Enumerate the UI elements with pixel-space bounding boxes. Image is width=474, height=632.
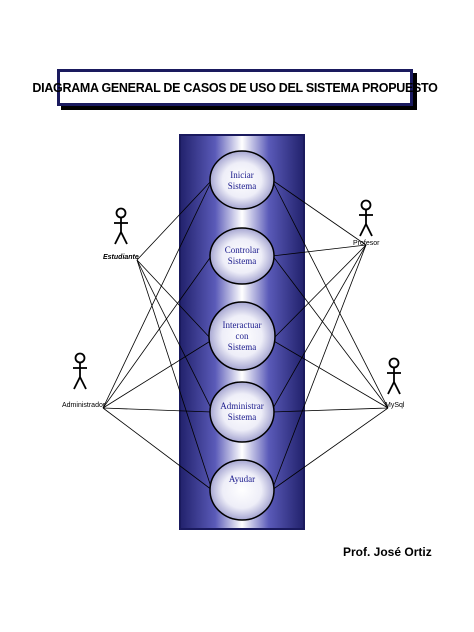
actor-label-estudiante: Estudiante bbox=[103, 254, 139, 261]
author-credit: Prof. José Ortiz bbox=[343, 545, 432, 559]
use-case-label-iniciar: Iniciar Sistema bbox=[227, 170, 257, 191]
use-case-iniciar-sistema bbox=[209, 150, 275, 210]
use-case-ayudar bbox=[209, 459, 275, 521]
actor-label-administrador: Administrador bbox=[62, 402, 106, 409]
assoc-mysql-interactuar bbox=[271, 339, 389, 409]
use-case-label-interactuar: Interactuar con Sistema bbox=[222, 320, 262, 352]
assoc-admin-interactuar bbox=[102, 339, 213, 409]
assoc-estudiante-administrar bbox=[136, 259, 213, 411]
actor-label-profesor: Profesor bbox=[353, 240, 380, 247]
actor-administrador-figure bbox=[73, 352, 87, 390]
assoc-mysql-controlar bbox=[271, 254, 389, 409]
assoc-admin-controlar bbox=[102, 254, 213, 409]
use-case-label-ayudar: Ayudar bbox=[228, 474, 256, 484]
assoc-estudiante-interactuar bbox=[136, 259, 213, 341]
assoc-mysql-iniciar bbox=[271, 179, 389, 409]
actor-estudiante-figure bbox=[114, 207, 128, 245]
title-box: DIAGRAMA GENERAL DE CASOS DE USO DEL SIS… bbox=[32, 69, 438, 106]
use-case-label-controlar: Controlar Sistema bbox=[224, 245, 260, 266]
assoc-profesor-controlar bbox=[271, 244, 367, 257]
associations bbox=[102, 179, 389, 491]
assoc-admin-iniciar bbox=[102, 179, 213, 409]
actor-label-mysql: MySql bbox=[385, 402, 405, 409]
assoc-admin-ayudar bbox=[102, 407, 213, 491]
diagram-title: DIAGRAMA GENERAL DE CASOS DE USO DEL SIS… bbox=[32, 80, 438, 95]
assoc-mysql-ayudar bbox=[271, 407, 389, 491]
assoc-estudiante-ayudar bbox=[136, 259, 213, 491]
assoc-admin-administrar bbox=[102, 407, 213, 413]
assoc-profesor-iniciar bbox=[271, 179, 367, 246]
use-case-administrar-sistema bbox=[209, 381, 275, 443]
use-case-controlar-sistema bbox=[209, 227, 275, 285]
use-case-label-administrar: Administrar Sistema bbox=[220, 401, 264, 422]
actor-mysql-figure bbox=[387, 357, 401, 395]
assoc-mysql-administrar bbox=[271, 407, 389, 413]
assoc-profesor-administrar bbox=[271, 244, 367, 411]
assoc-estudiante-iniciar bbox=[136, 179, 213, 261]
assoc-profesor-interactuar bbox=[271, 244, 367, 341]
actor-profesor-figure bbox=[359, 199, 373, 237]
use-case-interactuar-sistema bbox=[208, 301, 276, 371]
